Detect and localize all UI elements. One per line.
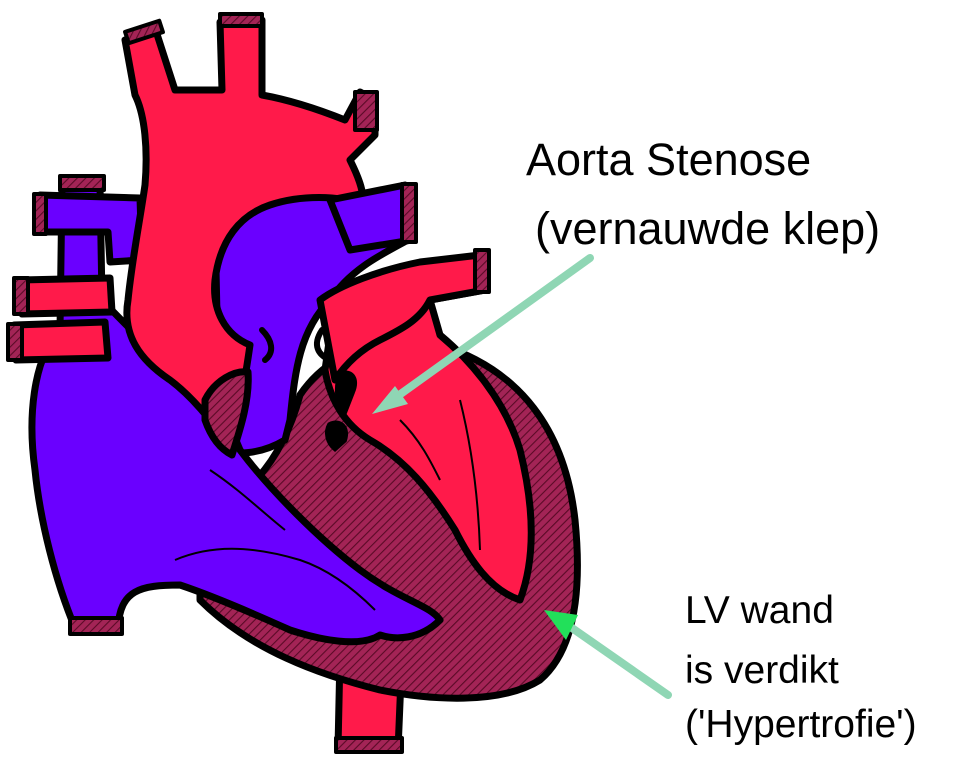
descending-aorta-cut bbox=[336, 738, 402, 752]
pulmonary-vein-lower bbox=[14, 322, 108, 360]
lv-thickened-label: is verdikt bbox=[685, 651, 839, 690]
hypertrophy-label: ('Hypertrofie') bbox=[685, 705, 917, 744]
narrowed-valve-label: (vernauwde klep) bbox=[535, 206, 880, 251]
lv-wall-label: LV wand bbox=[685, 591, 834, 630]
pulmonary-vein-upper bbox=[20, 278, 112, 314]
inferior-vena-cava-cut bbox=[70, 618, 122, 634]
aorta-stenosis-label: Aorta Stenose bbox=[526, 137, 811, 182]
superior-vena-cava-cut bbox=[60, 176, 104, 190]
